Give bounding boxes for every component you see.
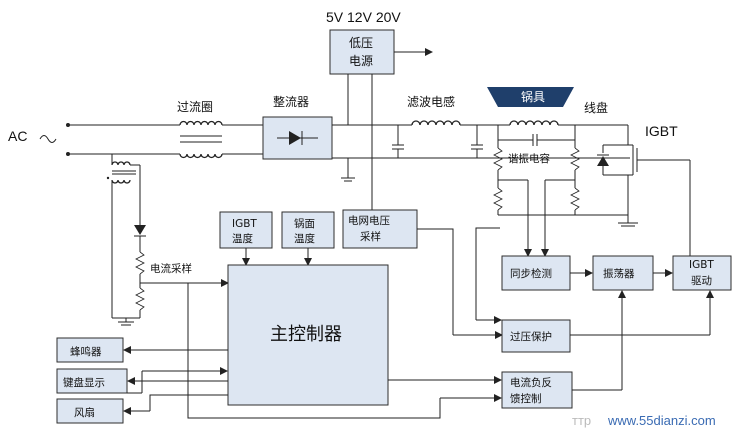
choke-coil-bottom: [179, 153, 223, 159]
sense-resistor-1: [135, 251, 145, 275]
coil-plate-label: 线盘: [584, 100, 608, 115]
watermark: www.55dianzi.com: [607, 413, 716, 428]
filter-inductor-label: 滤波电感: [407, 94, 455, 109]
low-voltage-psu-box: [329, 29, 395, 75]
filter-coil-label: 过流圈: [177, 100, 213, 114]
sync-detect-label: 同步检测: [510, 267, 552, 280]
pot-shape: [487, 87, 574, 107]
current-feedback-box: [501, 371, 573, 409]
watermark-prefix: ттр: [572, 413, 591, 428]
pot-temp-line2: 温度: [294, 232, 315, 245]
divider-resistor-1: [493, 147, 503, 171]
current-feedback-line2: 馈控制: [510, 392, 542, 405]
igbt-driver-line2: 驱动: [691, 275, 712, 287]
keyboard-display-label: 键盘显示: [63, 376, 105, 389]
overvoltage-protect-label: 过压保护: [510, 330, 552, 343]
divider-resistor-3: [570, 147, 580, 171]
overvoltage-protect-box: [501, 319, 571, 353]
main-controller-box: [227, 264, 389, 406]
ac-sine-icon: [39, 135, 57, 143]
oscillator-label: 振荡器: [603, 267, 635, 280]
ac-label: AC: [8, 128, 27, 144]
low-voltage-psu-line2: 电源: [349, 54, 373, 68]
igbt-temp-box: [219, 211, 273, 249]
keyboard-display-box: [56, 368, 128, 394]
divider-resistor-4: [570, 187, 580, 211]
main-controller-label: 主控制器: [270, 324, 342, 345]
rectifier-label: 整流器: [273, 94, 309, 109]
igbt-temp-line1: IGBT: [232, 218, 257, 230]
igbt-driver-line1: IGBT: [689, 259, 714, 271]
low-voltage-psu-line1: 低压: [349, 36, 373, 50]
sense-resistor-2: [135, 287, 145, 311]
pot-temp-line1: 锅面: [294, 218, 315, 230]
grid-voltage-sampling-line1: 电网电压: [348, 214, 390, 227]
fan-label: 风扇: [74, 406, 95, 419]
choke-coil-top: [179, 120, 223, 126]
grid-voltage-sampling-line2: 采样: [360, 230, 381, 243]
pot-label: 锅具: [521, 89, 545, 104]
grid-voltage-sampling-box: [342, 209, 418, 249]
filter-inductor-coil: [411, 120, 461, 126]
igbt-temp-line2: 温度: [232, 232, 253, 245]
voltages-label: 5V 12V 20V: [326, 9, 401, 25]
pot-temp-box: [281, 211, 335, 249]
current-feedback-line1: 电流负反: [510, 376, 552, 389]
igbt-driver-box: [672, 255, 732, 291]
igbt-label: IGBT: [645, 123, 678, 139]
fan-box: [56, 398, 124, 424]
divider-resistor-2: [493, 187, 503, 211]
current-sampling-label: 电流采样: [150, 262, 192, 275]
coil-plate-coil: [509, 120, 559, 126]
resonant-cap-label: 谐振电容: [508, 152, 550, 165]
buzzer-label: 蜂鸣器: [70, 345, 102, 358]
